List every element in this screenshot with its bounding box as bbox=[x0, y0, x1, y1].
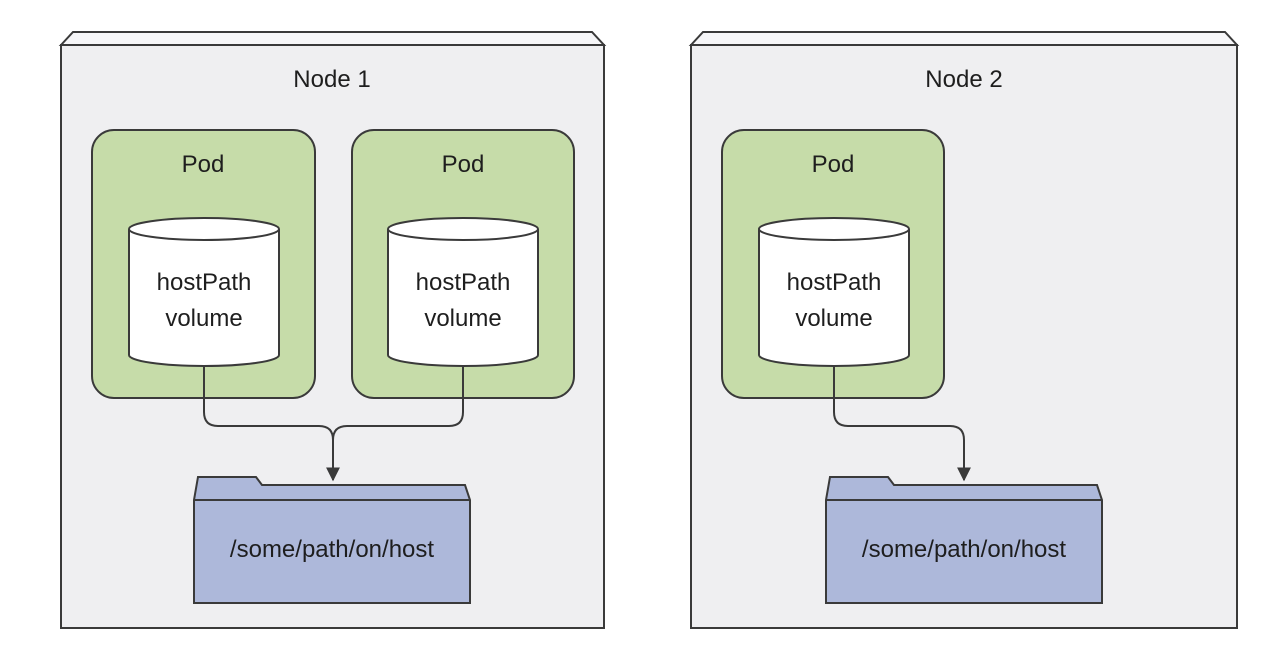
node-1-top-face bbox=[58, 31, 607, 46]
node-1-pod-1-volume-cylinder bbox=[128, 217, 280, 367]
node-1-folder-icon bbox=[193, 476, 471, 604]
node-1-pod-2-volume-cylinder bbox=[387, 217, 539, 367]
node-1-connector-pod-1 bbox=[203, 366, 340, 482]
node-2-folder-icon bbox=[825, 476, 1103, 604]
node-2-top-face bbox=[688, 31, 1240, 46]
node-1-connector-pod-2 bbox=[332, 366, 464, 441]
node-2-connector-pod-1 bbox=[833, 366, 971, 482]
node-2-pod-1-volume-cylinder bbox=[758, 217, 910, 367]
